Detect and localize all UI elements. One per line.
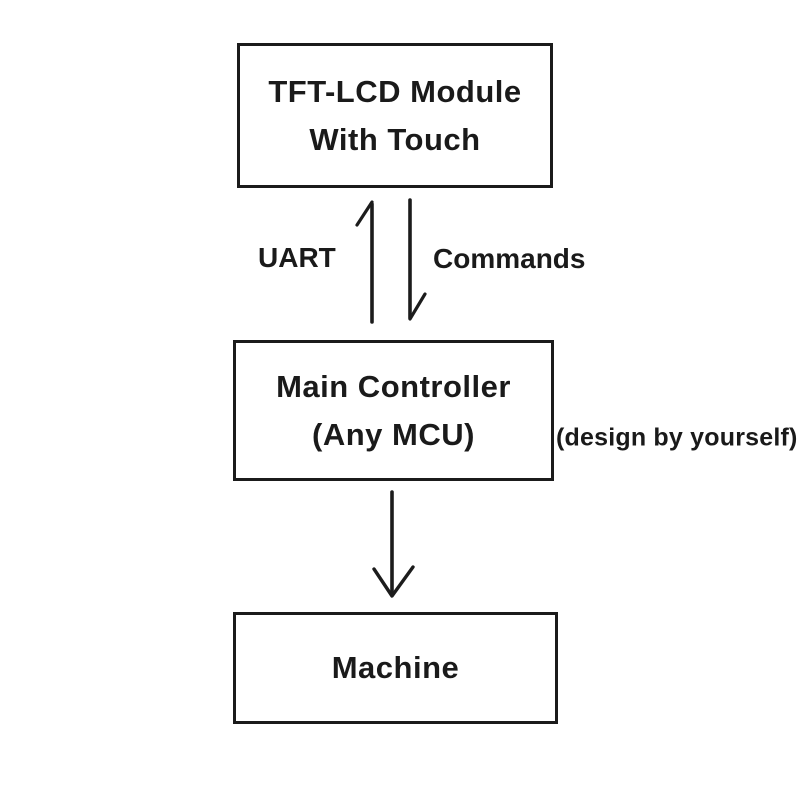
- controller-to-machine-arrow: [372, 490, 415, 598]
- node-machine-label: Machine: [331, 650, 460, 685]
- node-tft-line2: With Touch: [309, 121, 481, 157]
- uart-up-arrow: [355, 200, 374, 324]
- node-main-controller: Main Controller (Any MCU): [233, 340, 554, 481]
- node-controller-line1: Main Controller: [276, 368, 511, 404]
- commands-label: Commands: [433, 243, 586, 274]
- design-note: (design by yourself): [556, 423, 798, 452]
- node-tft-lcd-module: TFT-LCD Module With Touch: [237, 43, 553, 188]
- commands-down-arrow: [408, 198, 427, 321]
- node-controller-line2: (Any MCU): [312, 416, 475, 452]
- node-machine: Machine: [233, 612, 558, 724]
- uart-label: UART: [258, 242, 336, 273]
- node-tft-line1: TFT-LCD Module: [268, 73, 522, 109]
